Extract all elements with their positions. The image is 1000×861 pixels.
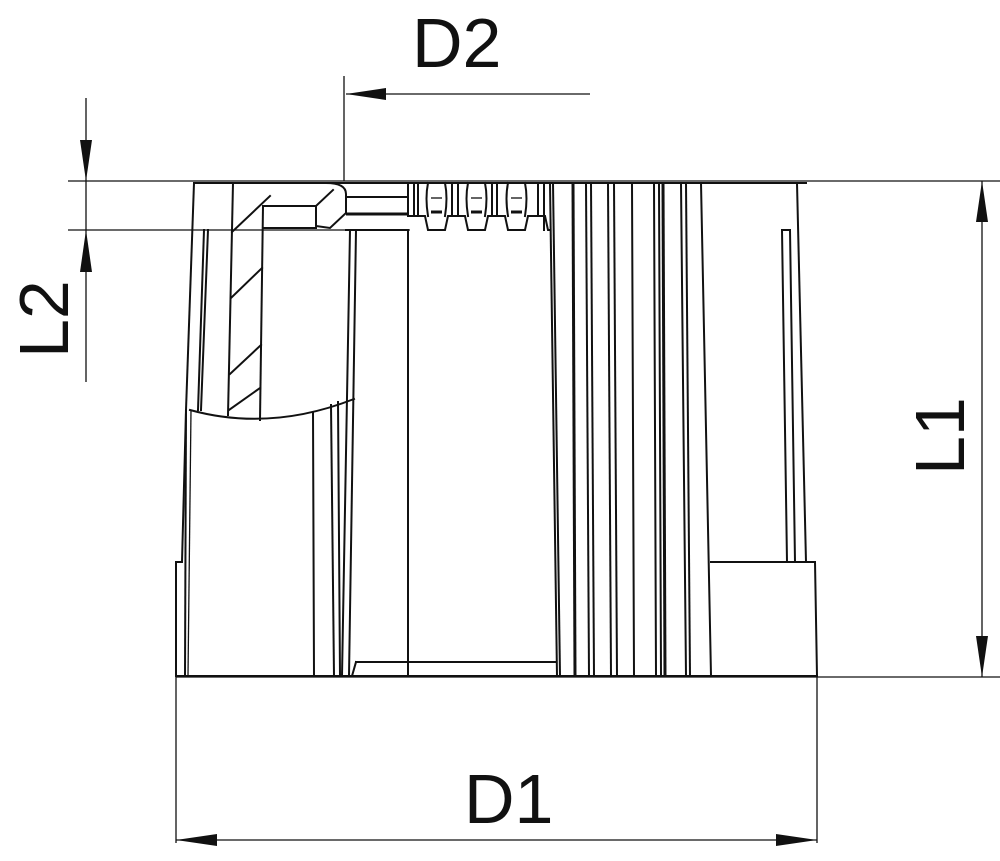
label-d2: D2 [412, 4, 501, 82]
arrow-down-icon [976, 636, 988, 677]
arrow-up-icon [80, 230, 92, 272]
arrow-down-icon [80, 140, 92, 181]
dimension-l1: L1 [901, 181, 988, 677]
part-outline [175, 181, 819, 678]
label-d1: D1 [464, 760, 553, 838]
arrow-up-icon [976, 181, 988, 222]
arrow-left-icon [346, 88, 386, 100]
dimension-d2: D2 [346, 4, 590, 100]
label-l1: L1 [901, 397, 979, 475]
arrow-right-icon [776, 834, 817, 846]
dimension-l2: L2 [5, 98, 92, 382]
arrow-left-icon [176, 834, 217, 846]
label-l2: L2 [5, 280, 83, 358]
extension-lines [68, 76, 1000, 843]
dimension-d1: D1 [176, 760, 817, 846]
